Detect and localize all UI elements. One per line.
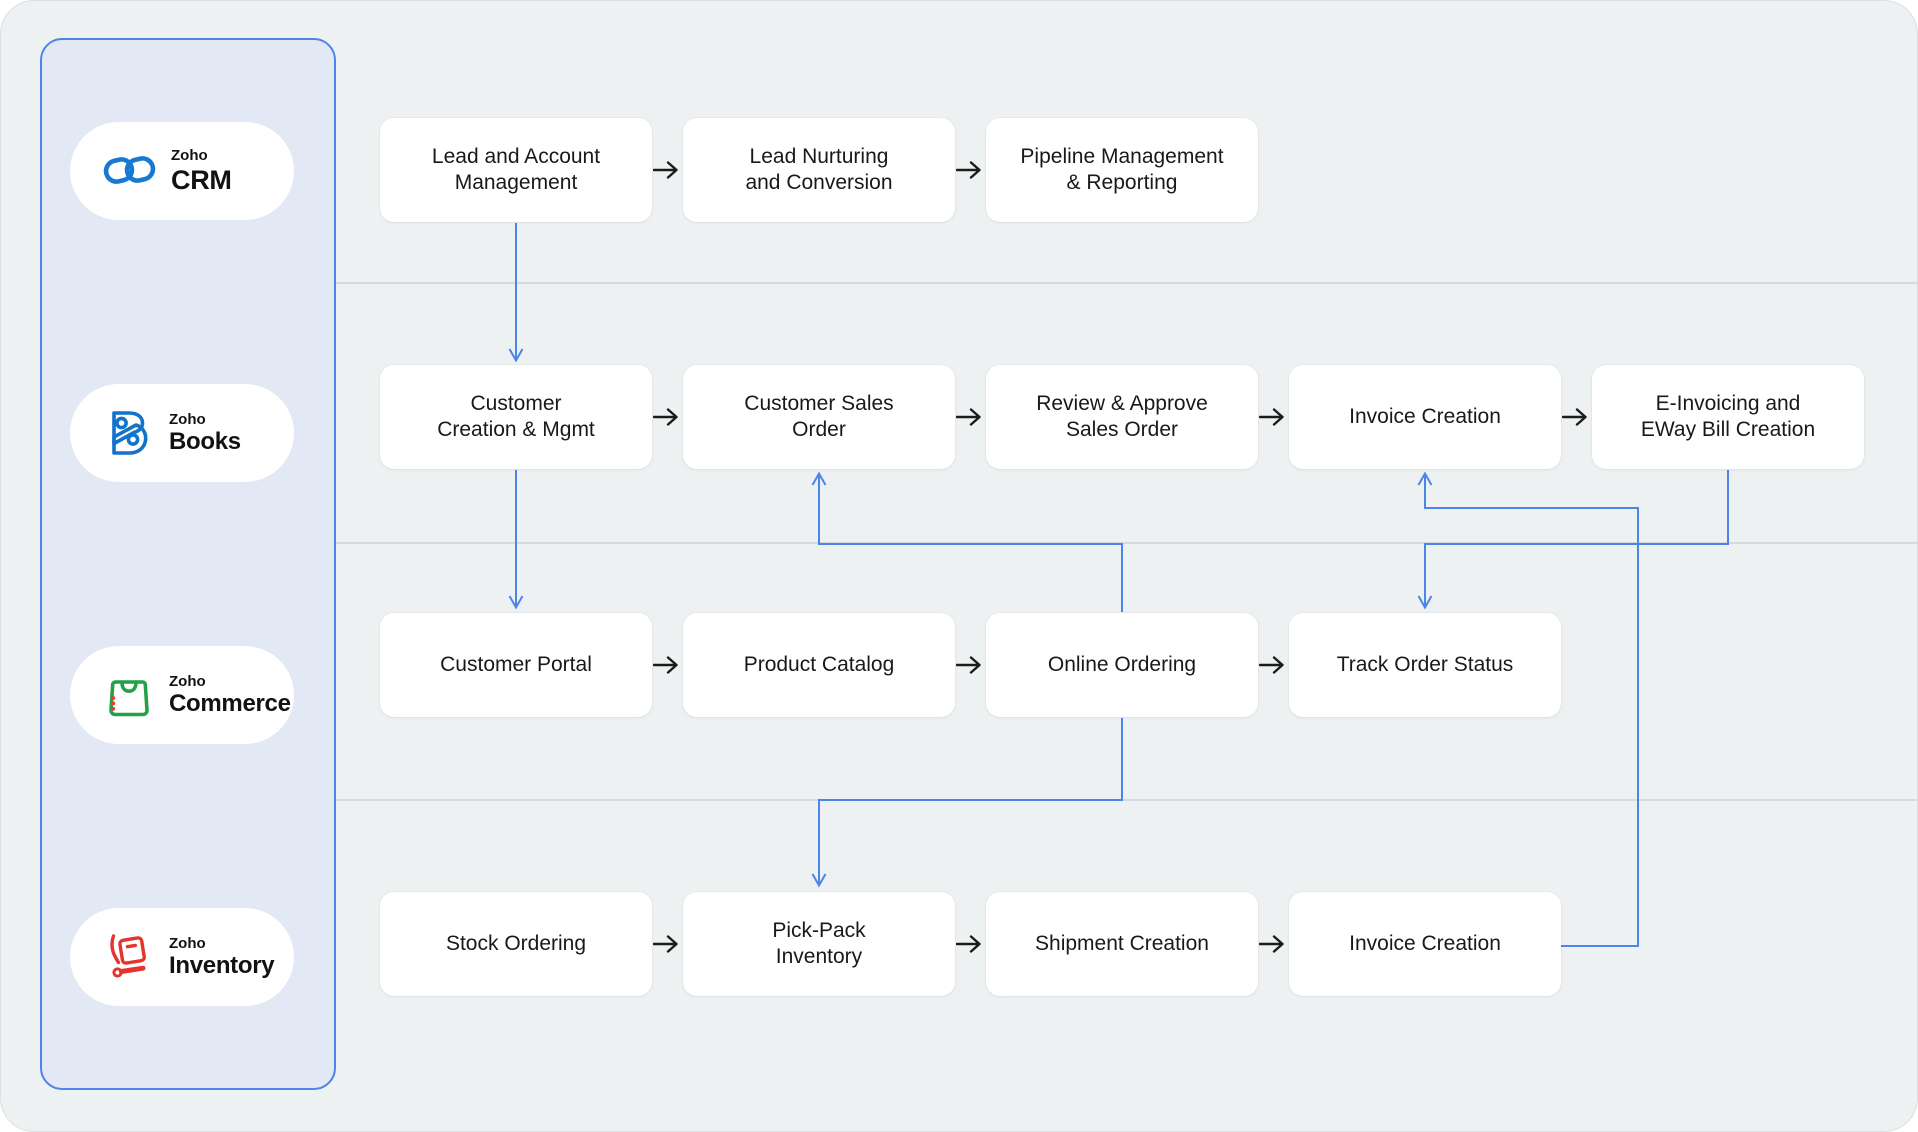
lane-divider bbox=[40, 282, 1918, 284]
box-online-ordering: Online Ordering bbox=[986, 613, 1258, 717]
box-einvoicing-eway-bill: E-Invoicing and EWay Bill Creation bbox=[1592, 365, 1864, 469]
zoho-crm-pill: Zoho CRM bbox=[70, 122, 294, 220]
flow-arrow-icon bbox=[653, 935, 678, 953]
box-review-approve-sales-order: Review & Approve Sales Order bbox=[986, 365, 1258, 469]
product-name: Books bbox=[169, 428, 241, 456]
box-track-order-status: Track Order Status bbox=[1289, 613, 1561, 717]
box-shipment-creation: Shipment Creation bbox=[986, 892, 1258, 996]
zoho-inventory-label: Zoho Inventory bbox=[169, 934, 275, 980]
flow-arrow-icon bbox=[956, 935, 981, 953]
lane-zoho-commerce: Zoho Commerce bbox=[42, 564, 334, 826]
flow-arrow-icon bbox=[653, 656, 678, 674]
zoho-crm-icon bbox=[103, 156, 156, 184]
zoho-inventory-icon bbox=[110, 934, 146, 978]
flow-arrow-icon bbox=[1259, 656, 1284, 674]
zoho-commerce-icon bbox=[109, 680, 149, 717]
brand-label: Zoho bbox=[171, 146, 208, 164]
flow-arrow-icon bbox=[653, 408, 678, 426]
zoho-crm-label: Zoho CRM bbox=[171, 148, 232, 194]
zoho-inventory-pill: Zoho Inventory bbox=[70, 908, 294, 1006]
zoho-books-icon bbox=[112, 411, 148, 455]
flow-arrow-icon bbox=[1259, 935, 1284, 953]
flow-arrow-icon bbox=[956, 161, 981, 179]
box-product-catalog: Product Catalog bbox=[683, 613, 955, 717]
connector-inventory-invoice-to-books-invoice bbox=[1417, 471, 1639, 947]
flow-arrow-icon bbox=[653, 161, 678, 179]
box-lead-nurturing-and-conversion: Lead Nurturing and Conversion bbox=[683, 118, 955, 222]
flow-arrow-icon bbox=[956, 656, 981, 674]
box-pick-pack-inventory: Pick-Pack Inventory bbox=[683, 892, 955, 996]
box-lead-and-account-management: Lead and Account Management bbox=[380, 118, 652, 222]
box-stock-ordering: Stock Ordering bbox=[380, 892, 652, 996]
brand-label: Zoho bbox=[169, 672, 206, 690]
lane-zoho-inventory: Zoho Inventory bbox=[42, 826, 334, 1088]
box-invoice-creation-inventory: Invoice Creation bbox=[1289, 892, 1561, 996]
product-name: Inventory bbox=[169, 952, 275, 980]
box-customer-portal: Customer Portal bbox=[380, 613, 652, 717]
box-customer-sales-order: Customer Sales Order bbox=[683, 365, 955, 469]
product-name: CRM bbox=[171, 164, 232, 195]
flow-arrow-icon bbox=[1562, 408, 1587, 426]
connector-customer-creation-to-customer-portal bbox=[508, 470, 524, 610]
connector-einvoicing-to-track-order-status bbox=[1417, 470, 1729, 610]
box-pipeline-management-reporting: Pipeline Management & Reporting bbox=[986, 118, 1258, 222]
zoho-books-label: Zoho Books bbox=[169, 410, 241, 456]
connector-online-ordering-to-customer-sales-order bbox=[811, 471, 1123, 612]
lane-zoho-crm: Zoho CRM bbox=[42, 40, 334, 302]
brand-label: Zoho bbox=[169, 934, 206, 952]
zoho-commerce-pill: Zoho Commerce bbox=[70, 646, 294, 744]
lane-zoho-books: Zoho Books bbox=[42, 302, 334, 564]
zoho-books-pill: Zoho Books bbox=[70, 384, 294, 482]
connector-lead-mgmt-to-customer-creation bbox=[508, 223, 524, 363]
box-invoice-creation-books: Invoice Creation bbox=[1289, 365, 1561, 469]
product-name: Commerce bbox=[169, 690, 291, 718]
brand-label: Zoho bbox=[169, 410, 206, 428]
zoho-commerce-label: Zoho Commerce bbox=[169, 672, 291, 718]
product-sidebar: Zoho CRM Zoho Books bbox=[40, 38, 336, 1090]
box-customer-creation-mgmt: Customer Creation & Mgmt bbox=[380, 365, 652, 469]
connector-online-ordering-to-pick-pack bbox=[811, 718, 1123, 888]
flow-arrow-icon bbox=[1259, 408, 1284, 426]
flow-arrow-icon bbox=[956, 408, 981, 426]
